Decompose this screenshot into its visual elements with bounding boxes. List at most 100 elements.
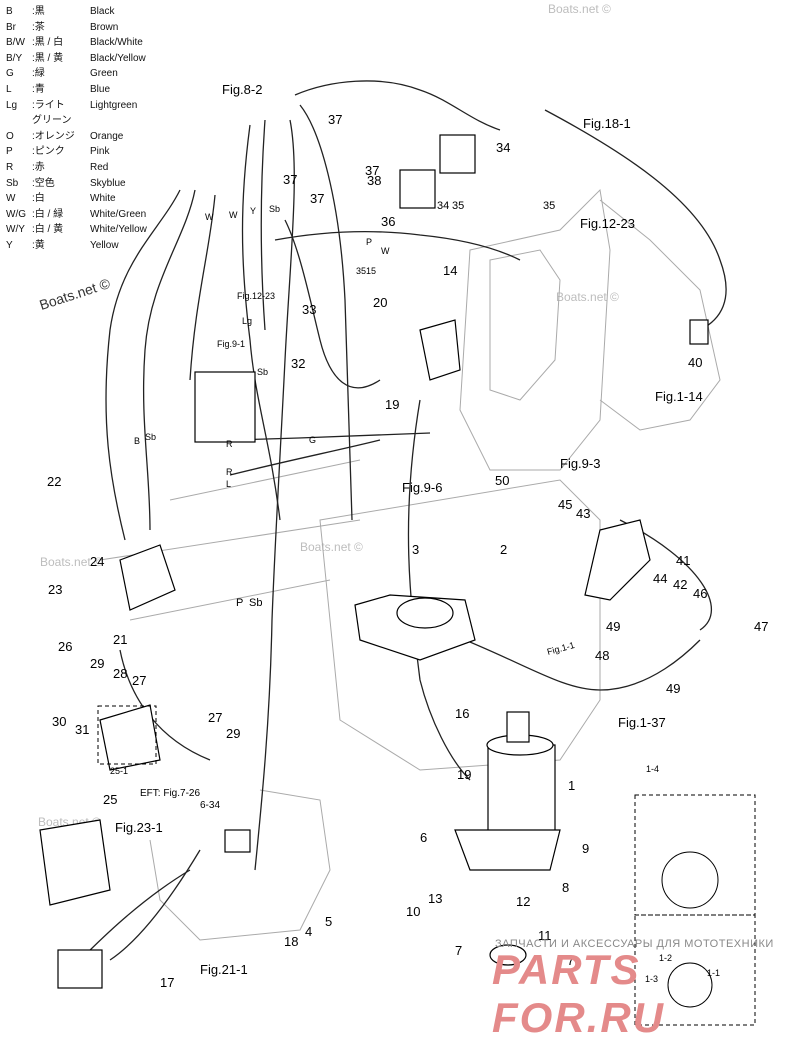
part-number: 48 [595,648,609,663]
part-number: 41 [676,553,690,568]
part-number: 37 [328,112,342,127]
starter-motor [487,744,556,841]
connector-efi [224,829,251,853]
part-number: 18 [284,934,298,949]
part-number: 36 [381,214,395,229]
wire-label: Sb [249,597,262,609]
legend-code: B/W [6,37,25,49]
legend-en: Black/Yellow [90,52,146,64]
legend-jp: :青 [32,83,45,95]
wire-label: Sb [145,432,156,442]
wire-label: Sb [257,367,268,377]
part-number: 43 [576,506,590,521]
part-number: 17 [160,975,174,990]
starter-pinion [506,711,530,743]
legend-code: Lg [6,99,18,111]
part-number: 47 [754,619,768,634]
legend-en: Green [90,68,118,80]
part-number: 22 [47,474,61,489]
part-number: 29 [90,656,104,671]
part-number: 27 [132,673,146,688]
part-number: 34 [496,140,510,155]
figure-references: Fig.8-2 Fig.18-1 Fig.12-23 Fig.1-14 Fig.… [115,82,703,977]
battery [57,949,103,989]
fig-ref: Fig.1-14 [655,389,703,404]
part-number: 42 [673,577,687,592]
part-number: 12 [516,894,530,909]
inset-label: 1-3 [645,974,658,984]
part-number: 27 [208,710,222,725]
part-numbers: 1 2 3 4 5 6 7 7 8 9 10 11 12 13 14 16 17… [47,112,768,990]
legend-jp: :ピンク [32,146,65,158]
legend-en: Orange [90,130,124,142]
part-number: 20 [373,295,387,310]
part-number: 3 [412,542,419,557]
legend-code: R [6,161,14,173]
wire-label: P [366,237,372,247]
part-number: 1 [568,778,575,793]
legend-jp: :黒 / 白 [32,37,64,49]
brand-tagline: ЗАПЧАСТИ И АКСЕССУАРЫ ДЛЯ МОТОТЕХНИКИ [495,938,774,950]
legend-code: B [6,6,13,17]
part-number: 13 [428,891,442,906]
legend-code: G [6,68,14,80]
legend-jp: :黒 / 黄 [32,52,64,64]
inset-boxes [97,705,756,1026]
wire-label: Y [250,206,256,216]
wire-label: Sb [269,204,280,214]
part-number: 16 [455,706,469,721]
legend-en: White/Yellow [90,224,147,236]
legend-jp: :オレンジ [32,130,75,142]
part-number: 4 [305,924,312,939]
part-number: 31 [75,722,89,737]
watermark: Boats.net © [556,290,619,304]
part-number: 28 [113,666,127,681]
part-number: 25 [103,792,117,807]
wire-harness [79,80,727,961]
cdi-unit [194,371,256,443]
wire-label: L [226,479,231,489]
legend-jp: :白 / 黄 [32,224,64,236]
part-number: 14 [443,263,457,278]
fig-ref: Fig.9-1 [217,339,245,349]
legend-en: Blue [90,83,111,95]
part-number: 5 [325,914,332,929]
legend-code: O [6,130,14,142]
legend-row: O :オレンジ Orange [6,129,190,145]
wire-color-labels: W W Y Sb Lg Sb R R L G B Sb P W P Sb 351… [134,200,555,609]
bracket-41 [584,519,651,601]
legend-jp: :黄 [32,239,45,251]
part-number: 46 [693,586,707,601]
part-number: 35 [452,200,464,212]
legend-en: White [90,193,116,205]
wire-label: R [226,439,233,449]
fig-ref: Fig.8-2 [222,82,262,97]
rectifier-regulator [119,544,176,611]
part-number: 8 [562,880,569,895]
wire-label: W [381,246,390,256]
part-number: 19 [457,767,471,782]
legend-en: Skyblue [90,177,126,189]
inset-1-1 [634,914,756,1026]
wire-label: P [236,597,243,609]
watermark: Boats.net © [548,2,611,16]
part-number: 40 [688,355,702,370]
inset-label: 1-2 [659,953,672,963]
part-number: 19 [385,397,399,412]
part-number: 44 [653,571,667,586]
efi-note: EFT: Fig.7-26 [140,788,200,799]
bracket-hole [396,597,454,629]
part-number: 26 [58,639,72,654]
fig-ref: Fig.1-1 [546,640,576,657]
fig-ref: Fig.9-3 [560,456,600,471]
part-number: 2 [500,542,507,557]
part-number: 10 [406,904,420,919]
legend-jp: :緑 [32,68,45,80]
